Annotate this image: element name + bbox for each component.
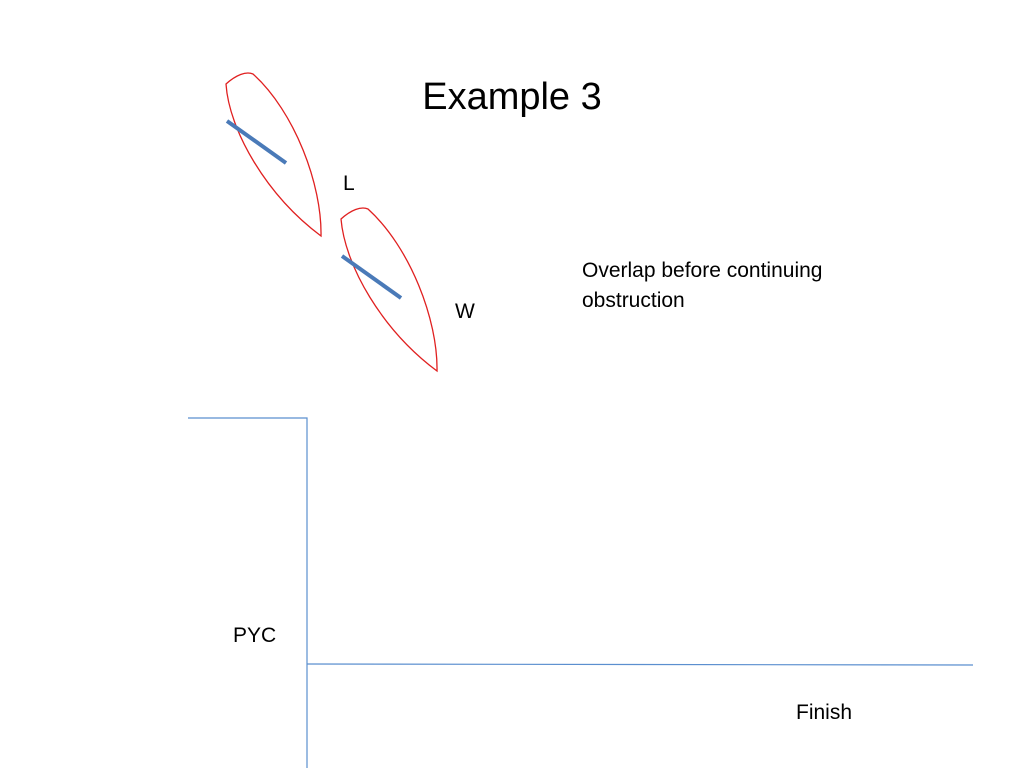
- finish-label: Finish: [796, 701, 853, 724]
- boat-w-hull: [340, 207, 438, 373]
- boat-l: [225, 72, 322, 238]
- boat-w-label: W: [455, 300, 475, 323]
- boat-l-sail: [225, 119, 288, 165]
- boat-l-hull: [225, 72, 322, 238]
- boat-w-sail: [340, 254, 403, 300]
- obstruction-line: [188, 417, 308, 768]
- boat-l-label: L: [343, 172, 355, 195]
- overlap-note: Overlap before continuing obstruction: [582, 259, 823, 312]
- boat-w: [340, 207, 438, 373]
- finish-line: [306, 663, 974, 666]
- obstruction-label: PYC: [233, 624, 277, 647]
- slide-title: Example 3: [422, 76, 602, 118]
